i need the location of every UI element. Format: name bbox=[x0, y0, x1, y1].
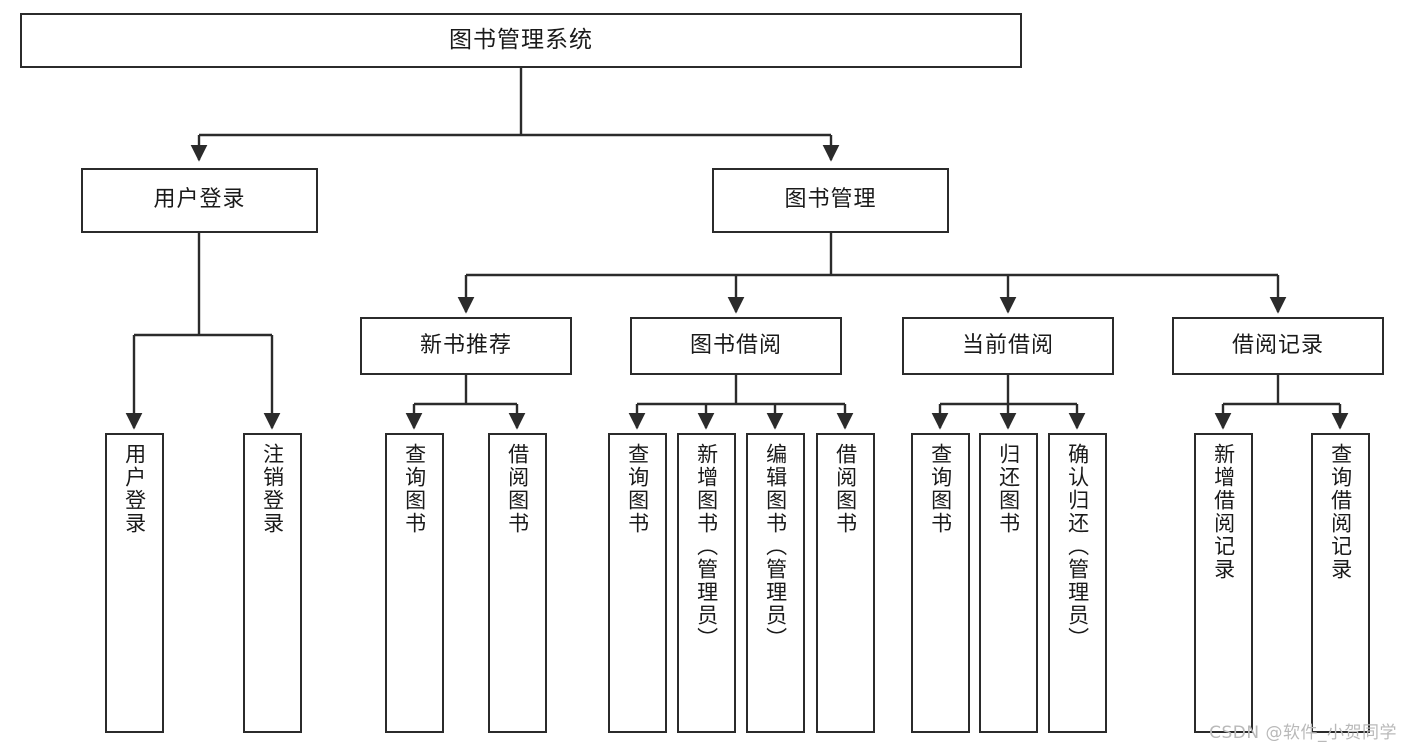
node-new-book-recommend-label: 新书推荐 bbox=[419, 332, 512, 358]
node-leaf-query-borrow-record-label: 查询借阅记录 bbox=[1328, 443, 1353, 581]
node-leaf-add-book-admin[interactable]: 新增图书（管理员） bbox=[677, 433, 736, 733]
node-leaf-query-book-1-label: 查询图书 bbox=[402, 443, 427, 535]
node-book-manage[interactable]: 图书管理 bbox=[712, 168, 949, 233]
node-borrow-record-label: 借阅记录 bbox=[1231, 332, 1324, 358]
node-current-borrow[interactable]: 当前借阅 bbox=[902, 317, 1114, 375]
node-leaf-logout-login-label: 注销登录 bbox=[260, 443, 285, 535]
node-leaf-query-book-2[interactable]: 查询图书 bbox=[608, 433, 667, 733]
node-book-borrow-label: 图书借阅 bbox=[689, 332, 782, 358]
node-leaf-user-login-label: 用户登录 bbox=[122, 443, 147, 535]
node-leaf-query-book-2-label: 查询图书 bbox=[625, 443, 650, 535]
node-leaf-add-borrow-record-label: 新增借阅记录 bbox=[1211, 443, 1236, 581]
node-leaf-edit-book-admin-label: 编辑图书（管理员） bbox=[763, 443, 788, 650]
node-leaf-logout-login[interactable]: 注销登录 bbox=[243, 433, 302, 733]
node-leaf-user-login[interactable]: 用户登录 bbox=[105, 433, 164, 733]
node-book-manage-label: 图书管理 bbox=[784, 187, 877, 213]
node-leaf-confirm-return-admin-label: 确认归还（管理员） bbox=[1065, 443, 1090, 650]
node-book-borrow[interactable]: 图书借阅 bbox=[630, 317, 842, 375]
node-leaf-edit-book-admin[interactable]: 编辑图书（管理员） bbox=[746, 433, 805, 733]
node-user-login[interactable]: 用户登录 bbox=[81, 168, 318, 233]
node-root[interactable]: 图书管理系统 bbox=[20, 13, 1022, 68]
node-new-book-recommend[interactable]: 新书推荐 bbox=[360, 317, 572, 375]
node-current-borrow-label: 当前借阅 bbox=[961, 332, 1054, 358]
node-leaf-confirm-return-admin[interactable]: 确认归还（管理员） bbox=[1048, 433, 1107, 733]
node-leaf-borrow-book-1-label: 借阅图书 bbox=[505, 443, 530, 535]
node-leaf-borrow-book-1[interactable]: 借阅图书 bbox=[488, 433, 547, 733]
node-user-login-label: 用户登录 bbox=[153, 187, 246, 213]
node-leaf-borrow-book-2[interactable]: 借阅图书 bbox=[816, 433, 875, 733]
node-borrow-record[interactable]: 借阅记录 bbox=[1172, 317, 1384, 375]
node-root-label: 图书管理系统 bbox=[449, 26, 593, 53]
node-leaf-return-book[interactable]: 归还图书 bbox=[979, 433, 1038, 733]
node-leaf-add-book-admin-label: 新增图书（管理员） bbox=[694, 443, 719, 650]
node-leaf-query-book-3-label: 查询图书 bbox=[928, 443, 953, 535]
node-leaf-query-book-1[interactable]: 查询图书 bbox=[385, 433, 444, 733]
node-leaf-query-borrow-record[interactable]: 查询借阅记录 bbox=[1311, 433, 1370, 733]
node-leaf-return-book-label: 归还图书 bbox=[996, 443, 1021, 535]
node-leaf-add-borrow-record[interactable]: 新增借阅记录 bbox=[1194, 433, 1253, 733]
node-leaf-query-book-3[interactable]: 查询图书 bbox=[911, 433, 970, 733]
node-leaf-borrow-book-2-label: 借阅图书 bbox=[833, 443, 858, 535]
csdn-watermark: CSDN @软件_小贺同学 bbox=[1209, 723, 1397, 743]
